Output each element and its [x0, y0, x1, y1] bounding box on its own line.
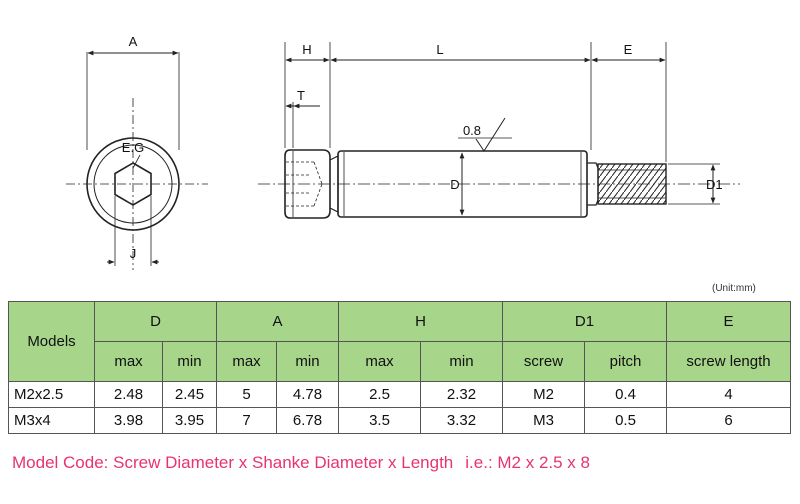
header-h-max: max: [338, 341, 422, 382]
header-h-min: min: [420, 341, 504, 382]
header-a-min: min: [275, 341, 340, 382]
header-e: E: [666, 301, 792, 342]
label-j: J: [130, 246, 137, 261]
header-d1-pitch: pitch: [584, 341, 668, 382]
table-cell: 3.95: [162, 407, 217, 434]
table-cell: 4: [666, 381, 792, 408]
header-row-sub: max min max min max min screw pitch scre…: [9, 341, 792, 382]
header-h: H: [338, 301, 504, 342]
footer-note: Model Code: Screw Diameter x Shanke Diam…: [12, 453, 590, 473]
technical-drawing: A H L E T E.G J 0.8 D D1: [66, 34, 740, 270]
label-h: H: [302, 42, 311, 57]
table-cell: 4.78: [275, 381, 340, 408]
header-models: Models: [8, 301, 95, 382]
header-d1: D1: [502, 301, 668, 342]
header-e-screw-length: screw length: [666, 341, 792, 382]
table-cell: 6.78: [275, 407, 340, 434]
table-cell: 2.48: [94, 381, 163, 408]
table-cell: 0.5: [584, 407, 668, 434]
table-cell: 6: [666, 407, 792, 434]
header-d-min: min: [162, 341, 217, 382]
unit-note: (Unit:mm): [712, 283, 756, 294]
header-d1-screw: screw: [502, 341, 586, 382]
header-a-max: max: [216, 341, 277, 382]
end-view: [66, 50, 208, 270]
table-cell: M3: [502, 407, 586, 434]
label-d1: D1: [706, 177, 723, 192]
label-eg: E.G: [122, 140, 144, 155]
table-cell: 0.4: [584, 381, 668, 408]
table-cell: 3.98: [94, 407, 163, 434]
label-roughness: 0.8: [463, 123, 481, 138]
table-row: M3x4 3.98 3.95 7 6.78 3.5 3.32 M3 0.5 6: [8, 407, 792, 434]
table-cell: 2.32: [420, 381, 504, 408]
header-d: D: [94, 301, 217, 342]
table-cell: 3.32: [420, 407, 504, 434]
table-cell: 2.5: [338, 381, 422, 408]
header-row-groups: Models D A H D1 E: [8, 301, 792, 382]
table-cell: M2: [502, 381, 586, 408]
model-cell: M2x2.5: [8, 381, 95, 408]
table-cell: 5: [216, 381, 277, 408]
table-cell: 3.5: [338, 407, 422, 434]
label-a: A: [129, 34, 138, 49]
header-d-max: max: [94, 341, 163, 382]
spec-table: Models D A H D1 E max min max min max mi…: [8, 301, 792, 434]
label-t: T: [297, 88, 305, 103]
table-cell: 2.45: [162, 381, 217, 408]
table-row: M2x2.5 2.48 2.45 5 4.78 2.5 2.32 M2 0.4 …: [8, 381, 792, 408]
side-view: [258, 42, 740, 219]
table-cell: 7: [216, 407, 277, 434]
label-l: L: [436, 42, 443, 57]
model-code-text: Model Code: Screw Diameter x Shanke Diam…: [12, 453, 454, 472]
model-cell: M3x4: [8, 407, 95, 434]
label-d: D: [450, 177, 459, 192]
example-text: i.e.: M2 x 2.5 x 8: [465, 453, 590, 472]
label-e: E: [624, 42, 633, 57]
header-a: A: [215, 301, 340, 342]
